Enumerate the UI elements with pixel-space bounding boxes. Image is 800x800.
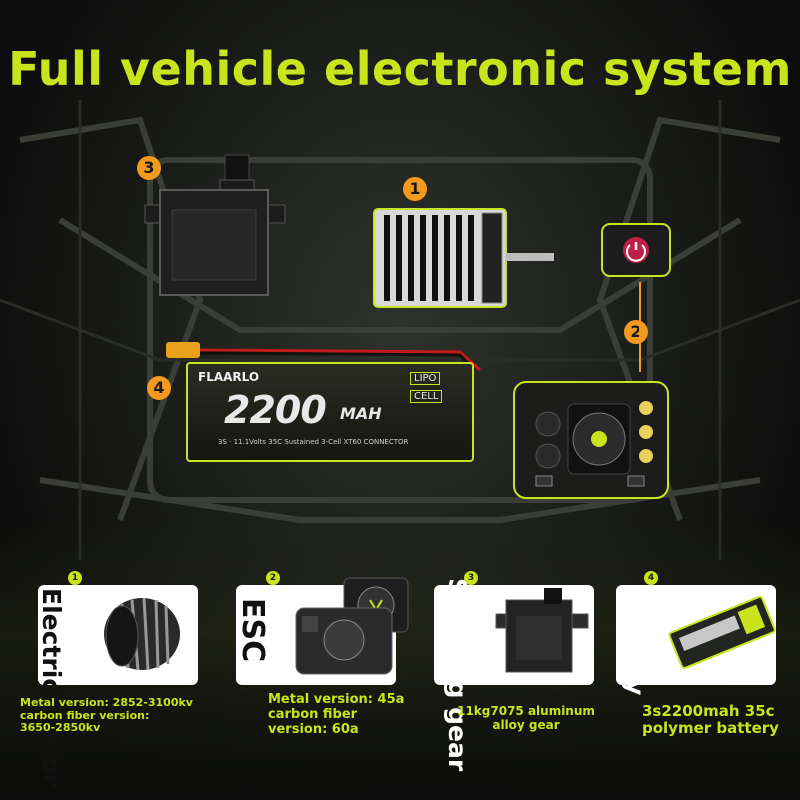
spec-line: 3650-2850kv xyxy=(20,721,101,735)
spec-line: polymer battery xyxy=(642,719,779,738)
spec-line: version: 60a xyxy=(268,721,359,737)
product-name-steering-gear: Steering gear xyxy=(443,578,472,772)
product-esc-image xyxy=(295,577,409,675)
marker-motor: 1 xyxy=(403,177,427,201)
product-name-esc: ESC xyxy=(235,598,270,663)
product-motor-image xyxy=(104,597,180,671)
product-number-steering-gear: 3 xyxy=(464,571,478,585)
product-number-motor: 1 xyxy=(68,571,82,585)
product-name-motor: Electric motor xyxy=(37,588,66,787)
spec-line: Metal version: 2852-3100kv xyxy=(20,696,193,709)
spec-line: 3s2200mah 35c xyxy=(642,702,775,720)
switch-cable xyxy=(639,282,641,372)
spec-line: Metal version: 45a xyxy=(268,692,405,707)
marker-servo: 3 xyxy=(137,156,161,180)
servo-image xyxy=(144,154,286,296)
spec-line: 11kg7075 aluminum xyxy=(457,704,595,718)
battery-unit: MAH xyxy=(340,404,382,423)
battery-lipo: LIPO xyxy=(410,372,441,385)
battery-capacity: 2200 xyxy=(224,388,327,432)
marker-esc: 2 xyxy=(624,320,648,344)
power-switch-image xyxy=(601,223,671,277)
battery-pack-image: FLAARLO 2200 MAH LIPO CELL 3S · 11.1Volt… xyxy=(186,362,474,462)
product-spec-steering-gear: 11kg7075 aluminum alloy gear xyxy=(440,704,612,733)
battery-brand: FLAARLO xyxy=(198,370,260,384)
spec-line: alloy gear xyxy=(492,717,560,732)
product-spec-esc: Metal version: 45a carbon fiber version:… xyxy=(268,692,405,738)
spec-line: carbon fiber xyxy=(268,706,358,722)
motor-image xyxy=(373,208,554,308)
product-spec-motor: Metal version: 2852-3100kv carbon fiber … xyxy=(20,696,193,735)
battery-cell: CELL xyxy=(410,390,443,403)
product-battery-image xyxy=(668,595,776,669)
spec-line: carbon fiber version: xyxy=(20,708,150,722)
product-number-battery: 4 xyxy=(644,571,658,585)
product-servo-image xyxy=(495,588,589,673)
battery-spec-line: 3S · 11.1Volts 35C Sustained 3-Cell XT60… xyxy=(218,438,409,446)
product-number-esc: 2 xyxy=(266,571,280,585)
product-name-battery: Battery xyxy=(621,590,650,696)
esc-image xyxy=(513,381,669,499)
product-spec-battery: 3s2200mah 35c polymer battery xyxy=(642,702,779,738)
marker-battery: 4 xyxy=(147,376,171,400)
page-title: Full vehicle electronic system xyxy=(8,42,792,96)
